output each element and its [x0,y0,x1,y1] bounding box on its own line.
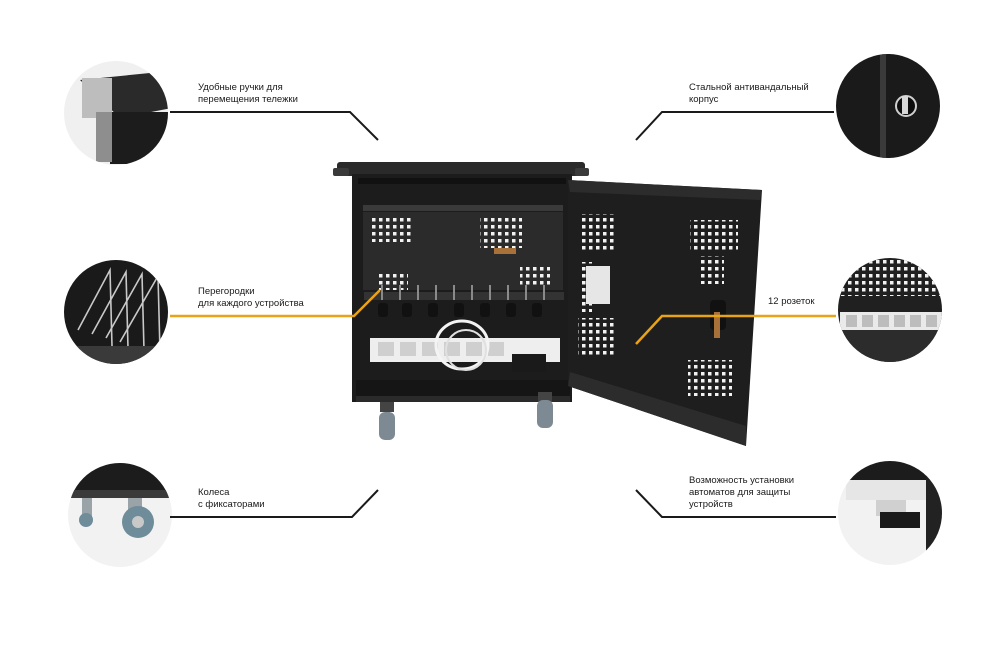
sockets-thumbnail [838,258,942,362]
label-line: Стальной антивандальный [689,82,809,93]
leader-sockets [635,314,836,345]
label-line: для каждого устройства [198,298,304,309]
label-partitions: Перегородки для каждого устройства [198,286,304,310]
label-line: автоматов для защиты [689,487,791,498]
label-handles: Удобные ручки для перемещения тележки [198,82,298,106]
label-line: Колеса [198,487,230,498]
leader-partitions [170,289,381,318]
cart-cabinet [333,162,589,440]
label-line: перемещения тележки [198,94,298,105]
cabinet-door [568,180,762,446]
label-line: Удобные ручки для [198,82,283,93]
partitions-thumbnail [64,260,168,364]
label-wheels: Колеса с фиксаторами [198,487,265,511]
wheels-thumbnail [68,463,172,567]
leader-body [635,111,834,141]
leader-wheels [170,489,379,518]
breakers-thumbnail [838,461,942,565]
label-sockets: 12 розеток [768,296,815,308]
label-steel-body: Стальной антивандальный корпус [689,82,809,106]
label-line: Возможность установки [689,475,795,486]
leader-handles [170,111,379,141]
label-breakers: Возможность установки автоматов для защи… [689,475,794,511]
label-line: с фиксаторами [198,499,265,510]
label-line: Перегородки [198,286,255,297]
label-line: устройств [689,499,733,510]
steel-body-thumbnail [836,54,940,158]
leader-lines [170,111,836,518]
label-line: 12 розеток [768,296,815,307]
leader-breakers [635,489,836,518]
handles-thumbnail [64,61,168,165]
label-line: корпус [689,94,719,105]
